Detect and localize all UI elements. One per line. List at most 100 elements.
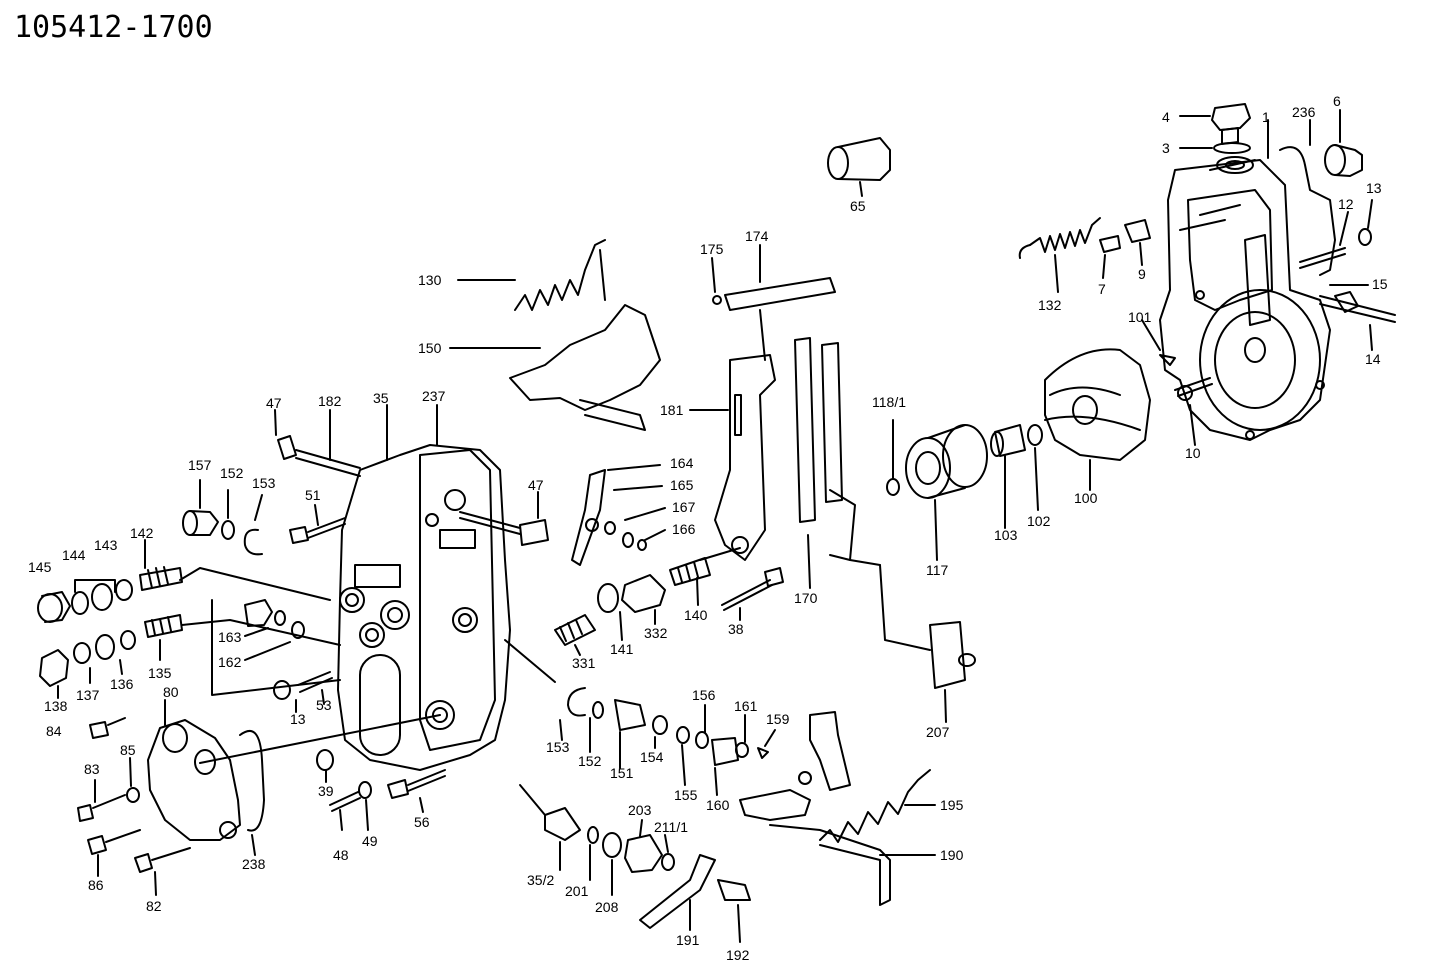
callout-138: 138 bbox=[44, 698, 68, 714]
callout-236: 236 bbox=[1292, 104, 1316, 120]
diagram-title: 105412-1700 bbox=[14, 10, 213, 45]
spring-132 bbox=[1018, 217, 1151, 293]
callout-154: 154 bbox=[640, 749, 664, 765]
callout-10: 10 bbox=[1185, 445, 1201, 461]
housing-assembly-right bbox=[1159, 146, 1336, 441]
callout-49: 49 bbox=[362, 833, 378, 849]
callout-164: 164 bbox=[670, 455, 694, 471]
callout-159: 159 bbox=[766, 711, 790, 727]
callout-237: 237 bbox=[422, 388, 446, 404]
spring-130 bbox=[457, 239, 606, 311]
bolt-182 bbox=[274, 409, 361, 477]
callout-201: 201 bbox=[565, 883, 589, 899]
callout-192: 192 bbox=[726, 947, 750, 963]
callout-144: 144 bbox=[62, 547, 86, 563]
callout-181: 181 bbox=[660, 402, 684, 418]
callout-48: 48 bbox=[333, 847, 349, 863]
screws-84-83-86-82 bbox=[77, 717, 191, 896]
callout-207: 207 bbox=[926, 724, 950, 740]
callout-103: 103 bbox=[994, 527, 1018, 543]
callout-163: 163 bbox=[218, 629, 242, 645]
callout-152: 152 bbox=[220, 465, 244, 481]
screw-group-140 bbox=[554, 547, 784, 656]
lever-190-spring-195 bbox=[739, 711, 936, 906]
seal-group-157 bbox=[182, 479, 263, 556]
cap-nut-part bbox=[1309, 109, 1363, 177]
callout-6: 6 bbox=[1333, 93, 1341, 109]
callout-4: 4 bbox=[1162, 109, 1170, 125]
bolts-right bbox=[1299, 199, 1396, 351]
callout-12: 12 bbox=[1338, 196, 1354, 212]
callout-100: 100 bbox=[1074, 490, 1098, 506]
callout-191: 191 bbox=[676, 932, 700, 948]
bolt-47 bbox=[459, 491, 549, 546]
callout-51: 51 bbox=[305, 487, 321, 503]
callout-labels: 4 3 1 236 6 13 12 15 14 65 175 174 132 7… bbox=[28, 93, 1388, 963]
screw-group-135 bbox=[39, 614, 341, 699]
callout-175: 175 bbox=[700, 241, 724, 257]
callout-118-1: 118/1 bbox=[872, 394, 906, 410]
callout-35: 35 bbox=[373, 390, 389, 406]
callout-3: 3 bbox=[1162, 140, 1170, 156]
callout-165: 165 bbox=[670, 477, 694, 493]
callout-102: 102 bbox=[1027, 513, 1051, 529]
callout-162: 162 bbox=[218, 654, 242, 670]
governor-cover-35 bbox=[337, 404, 511, 771]
callout-117: 117 bbox=[926, 562, 949, 578]
callout-160: 160 bbox=[706, 797, 730, 813]
callout-195: 195 bbox=[940, 797, 964, 813]
callout-161: 161 bbox=[734, 698, 758, 714]
callout-7: 7 bbox=[1098, 281, 1106, 297]
callout-38: 38 bbox=[728, 621, 744, 637]
callout-53: 53 bbox=[316, 697, 332, 713]
plug-screw-part bbox=[1179, 103, 1269, 159]
callout-136: 136 bbox=[110, 676, 134, 692]
callout-84: 84 bbox=[46, 723, 62, 739]
callout-35-2: 35/2 bbox=[527, 872, 554, 888]
callout-203: 203 bbox=[628, 802, 652, 818]
bolt-51 bbox=[289, 504, 346, 544]
callout-332: 332 bbox=[644, 625, 668, 641]
callout-167: 167 bbox=[672, 499, 696, 515]
callout-155: 155 bbox=[674, 787, 698, 803]
small-parts-101-10 bbox=[1141, 319, 1213, 446]
plug-163 bbox=[211, 599, 341, 696]
callout-140: 140 bbox=[684, 607, 708, 623]
lever-174 bbox=[711, 244, 836, 361]
callout-82: 82 bbox=[146, 898, 162, 914]
callout-1: 1 bbox=[1262, 109, 1270, 125]
callout-174: 174 bbox=[745, 228, 769, 244]
callout-153: 153 bbox=[252, 475, 276, 491]
callout-331: 331 bbox=[572, 655, 596, 671]
callout-86: 86 bbox=[88, 877, 104, 893]
callout-141: 141 bbox=[610, 641, 634, 657]
callout-85: 85 bbox=[120, 742, 136, 758]
callout-170: 170 bbox=[794, 590, 818, 606]
callout-157: 157 bbox=[188, 457, 212, 473]
callout-142: 142 bbox=[130, 525, 154, 541]
callout-15: 15 bbox=[1372, 276, 1388, 292]
bolt-53 bbox=[273, 671, 333, 713]
callout-47: 47 bbox=[266, 395, 282, 411]
callout-132: 132 bbox=[1038, 297, 1062, 313]
callout-145: 145 bbox=[28, 559, 52, 575]
callout-152b: 152 bbox=[578, 753, 602, 769]
callout-13b: 13 bbox=[290, 711, 306, 727]
callout-211-1: 211/1 bbox=[654, 819, 688, 835]
callout-150: 150 bbox=[418, 340, 442, 356]
lever-164 bbox=[571, 464, 666, 566]
callout-13: 13 bbox=[1366, 180, 1382, 196]
control-lever-181 bbox=[689, 354, 776, 561]
callout-143: 143 bbox=[94, 537, 118, 553]
callout-39: 39 bbox=[318, 783, 334, 799]
rack-bar-170 bbox=[794, 337, 931, 651]
nut-65 bbox=[827, 137, 891, 197]
callout-65: 65 bbox=[850, 198, 866, 214]
callout-190: 190 bbox=[940, 847, 964, 863]
sleeve-103-washer-102 bbox=[990, 424, 1043, 529]
callout-47b: 47 bbox=[528, 477, 544, 493]
cover-80 bbox=[147, 699, 441, 856]
callout-137: 137 bbox=[76, 687, 100, 703]
